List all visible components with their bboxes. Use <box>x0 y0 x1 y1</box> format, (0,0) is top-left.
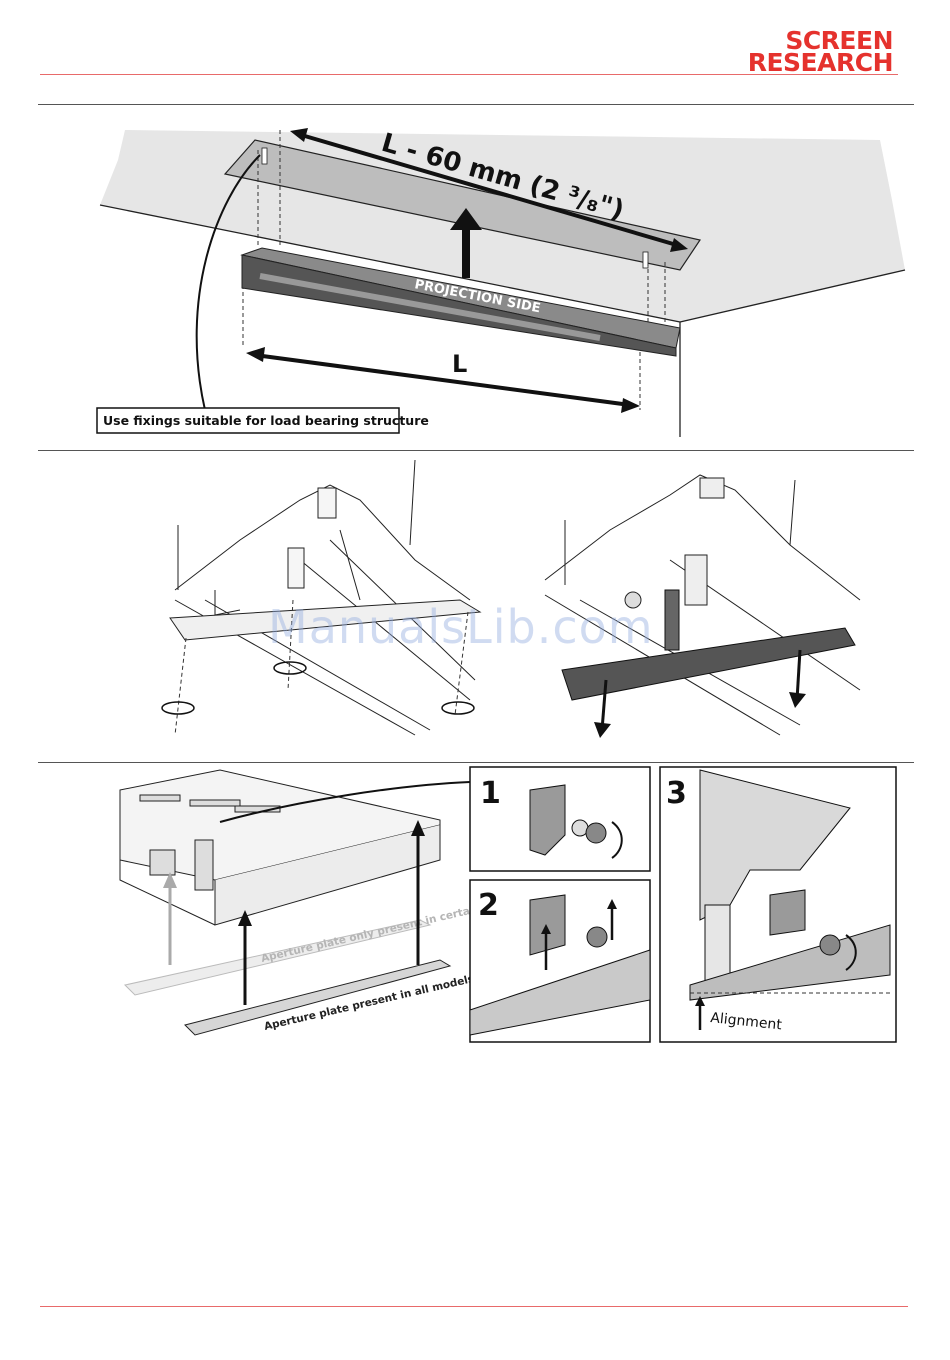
load-bearing-note: Use fixings suitable for load bearing st… <box>103 413 429 428</box>
brand-logo: SCREEN RESEARCH <box>683 30 893 74</box>
step-3-number: 3 <box>666 776 687 811</box>
logo-line-2: RESEARCH <box>683 52 893 74</box>
section-divider-2 <box>38 450 914 451</box>
aperture-plate-illustration: Aperture plate only present in certain m… <box>0 765 950 1050</box>
bracket-left-drawing <box>170 460 480 735</box>
step-1-number: 1 <box>480 776 501 811</box>
header-rule <box>40 74 898 75</box>
watermark: ManualsLib.com <box>268 600 654 654</box>
section-divider-3 <box>38 762 914 763</box>
footer-rule <box>40 1306 908 1307</box>
ceiling-mount-illustration: L - 60 mm (2 ³/₈") PROJECTION SIDE L Use… <box>0 105 950 450</box>
step-2-number: 2 <box>478 888 499 923</box>
dimension-L-label: L <box>452 350 467 378</box>
